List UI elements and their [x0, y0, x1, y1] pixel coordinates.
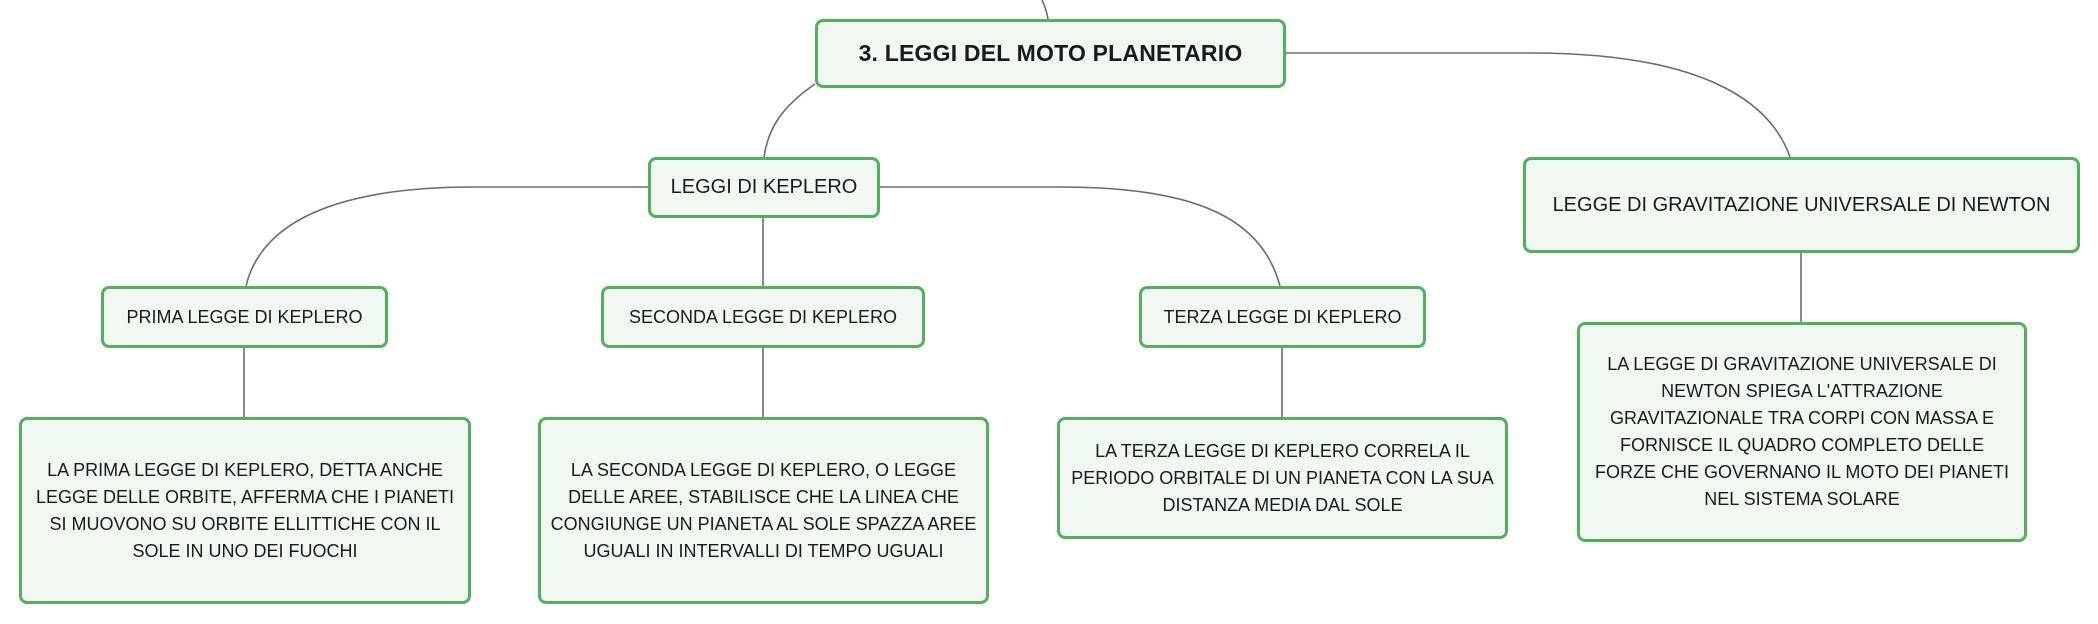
newton-law-description: LA LEGGE DI GRAVITAZIONE UNIVERSALE DI N… — [1594, 354, 2010, 509]
newton-law-label: LEGGE DI GRAVITAZIONE UNIVERSALE DI NEWT… — [1552, 193, 2051, 216]
second-law-description: LA SECONDA LEGGE DI KEPLERO, O LEGGE DEL… — [550, 459, 977, 561]
third-law-topic[interactable]: TERZA LEGGE DI KEPLERO — [1139, 286, 1426, 348]
second-law-description-topic[interactable]: LA SECONDA LEGGE DI KEPLERO, O LEGGE DEL… — [538, 417, 989, 604]
newton-law-topic[interactable]: LEGGE DI GRAVITAZIONE UNIVERSALE DI NEWT… — [1523, 157, 2080, 253]
third-law-label: TERZA LEGGE DI KEPLERO — [1163, 306, 1402, 327]
first-law-description-topic[interactable]: LA PRIMA LEGGE DI KEPLERO, DETTA ANCHE L… — [19, 417, 471, 604]
kepler-laws-label: LEGGI DI KEPLERO — [670, 176, 858, 198]
root-topic-label: 3. LEGGI DEL MOTO PLANETARIO — [858, 40, 1243, 66]
connector-parent-to-root — [1041, 0, 1049, 20]
connector-root-to-newton — [1286, 52, 1791, 158]
kepler-laws-topic[interactable]: LEGGI DI KEPLERO — [648, 157, 880, 218]
connector-kepler-to-l1 — [245, 186, 648, 287]
first-law-label: PRIMA LEGGE DI KEPLERO — [126, 306, 363, 327]
third-law-description-topic[interactable]: LA TERZA LEGGE DI KEPLERO CORRELA IL PER… — [1057, 417, 1508, 539]
first-law-description: LA PRIMA LEGGE DI KEPLERO, DETTA ANCHE L… — [35, 459, 455, 561]
root-topic[interactable]: 3. LEGGI DEL MOTO PLANETARIO — [815, 19, 1286, 88]
third-law-description: LA TERZA LEGGE DI KEPLERO CORRELA IL PER… — [1071, 440, 1494, 515]
second-law-topic[interactable]: SECONDA LEGGE DI KEPLERO — [601, 286, 925, 348]
first-law-topic[interactable]: PRIMA LEGGE DI KEPLERO — [101, 286, 388, 348]
second-law-label: SECONDA LEGGE DI KEPLERO — [628, 306, 898, 327]
connector-root-to-kepler — [763, 83, 816, 158]
newton-law-description-topic[interactable]: LA LEGGE DI GRAVITAZIONE UNIVERSALE DI N… — [1577, 322, 2027, 542]
connector-kepler-to-l3 — [880, 186, 1281, 287]
